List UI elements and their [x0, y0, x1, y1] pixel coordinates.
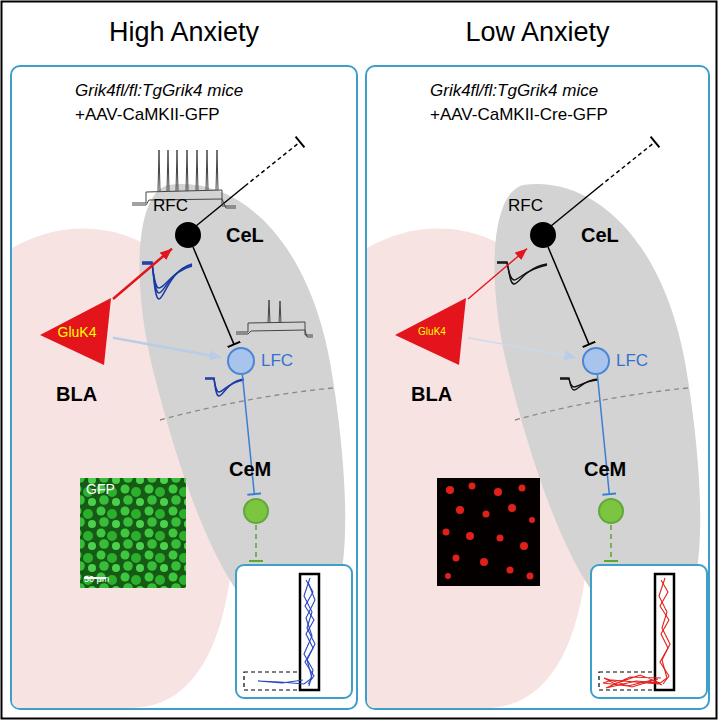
projection-line [245, 142, 300, 186]
neuron-soma [531, 223, 555, 247]
neuron-label: RFC [508, 196, 543, 216]
receptor-label: GluK4 [401, 326, 463, 338]
condition-panel: High AnxietyGrik4fl/fl:TgGrik4 mice+AAV-… [10, 65, 358, 710]
image-label: GFP [86, 481, 115, 497]
lfc-neuron-outline [582, 347, 610, 375]
pyramidal-neuron: GluK4 [393, 295, 468, 367]
condition-panel: Low AnxietyGrik4fl/fl:TgGrik4 mice+AAV-C… [365, 65, 710, 710]
central-amygdala-outline [128, 180, 353, 640]
open-arm [599, 672, 655, 690]
rfc-neuron-outline [530, 222, 556, 248]
cem-neuron: CeM [243, 498, 269, 524]
genotype-label: Grik4fl/fl:TgGrik4 mice [75, 81, 243, 101]
cem-neuron-outline [243, 498, 269, 524]
central-amygdala-outline [483, 180, 708, 640]
inhibitory-bar [296, 137, 305, 148]
neuron-soma [583, 348, 609, 374]
central-amygdala: CeL RFC LFC CeM [128, 180, 353, 640]
projection-line [600, 142, 655, 186]
panel-title: High Anxiety [12, 17, 356, 48]
track-path [604, 675, 661, 688]
region-label: CeL [226, 224, 264, 247]
region-label: CeM [229, 458, 271, 481]
central-amygdala: CeL RFC LFC CeM [483, 180, 708, 640]
virus-label: +AAV-CaMKII-GFP [75, 105, 220, 125]
genotype-label: Grik4fl/fl:TgGrik4 mice [430, 81, 598, 101]
region-label: BLA [411, 383, 452, 406]
rfc-neuron: RFC [175, 222, 201, 248]
panel-title: Low Anxiety [367, 17, 708, 48]
open-arm [244, 672, 300, 690]
cem-neuron-outline [598, 498, 624, 524]
virus-label: +AAV-CaMKII-Cre-GFP [430, 105, 608, 125]
cem-neuron: CeM [598, 498, 624, 524]
region-shape [139, 184, 345, 635]
region-label: CeM [584, 458, 626, 481]
neuron-label: LFC [616, 351, 648, 371]
inhibitory-bar [651, 137, 660, 148]
neuron-label: RFC [153, 196, 188, 216]
region-label: CeL [581, 224, 619, 247]
neuron-soma [395, 298, 466, 365]
micrograph-panel: GFP 50 μm [80, 478, 186, 588]
rfc-neuron-outline [175, 222, 201, 248]
neuron-soma [176, 223, 200, 247]
pyramidal-neuron: GluK4 [38, 295, 113, 367]
neuron-soma [228, 348, 254, 374]
region-shape [494, 184, 700, 635]
receptor-label: GluK4 [46, 324, 108, 340]
lfc-neuron: LFC [582, 347, 610, 375]
lfc-neuron-outline [227, 347, 255, 375]
rfc-neuron: RFC [530, 222, 556, 248]
neuron-soma [244, 499, 268, 523]
neuron-soma [40, 298, 111, 365]
neuron-soma [599, 499, 623, 523]
region-label: BLA [56, 383, 97, 406]
lfc-neuron: LFC [227, 347, 255, 375]
neuron-label: LFC [261, 351, 293, 371]
scale-label: 50 μm [84, 574, 109, 584]
